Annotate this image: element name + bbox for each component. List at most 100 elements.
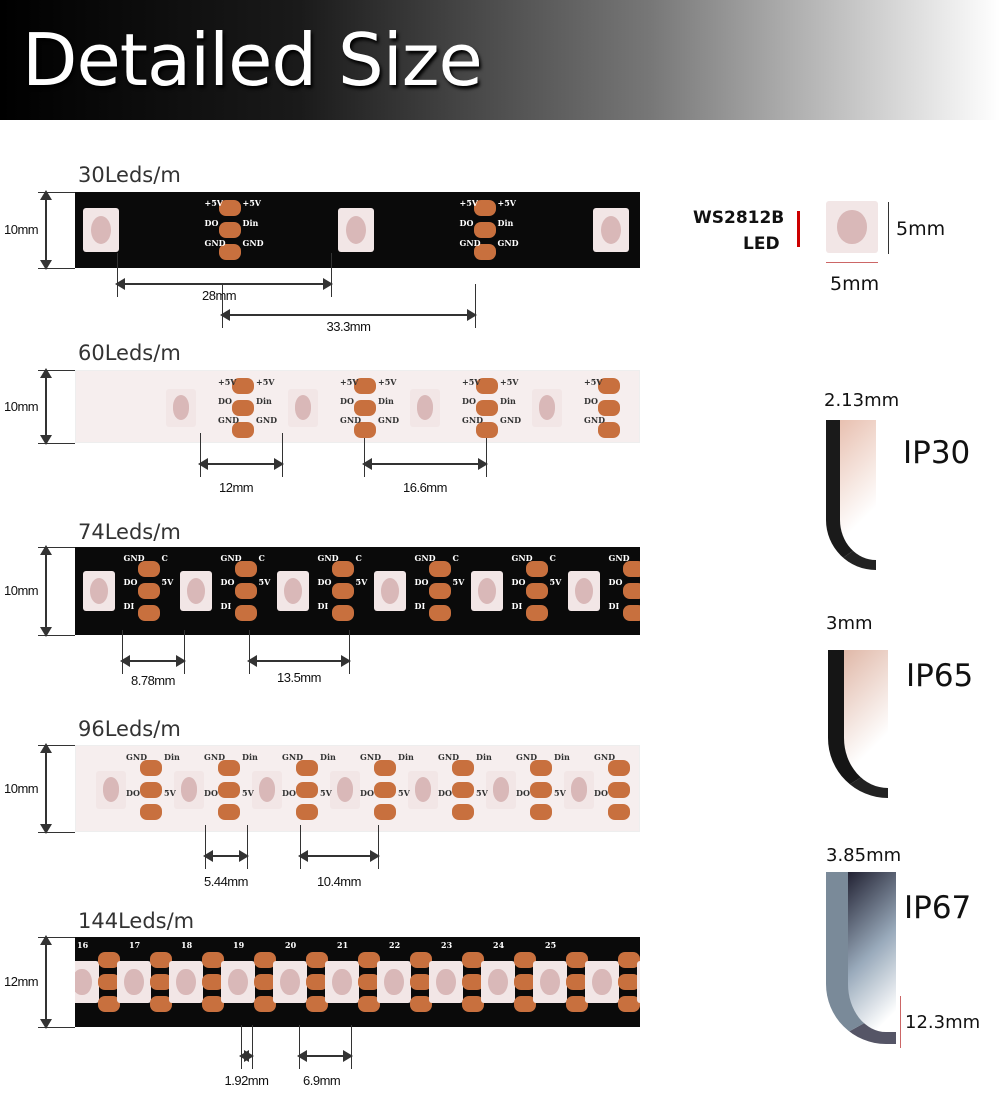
pad-label: DO <box>360 787 374 798</box>
pad-label: Din <box>242 752 258 762</box>
solder-pad <box>218 200 241 216</box>
solder-pad <box>232 377 254 394</box>
solder-pad <box>218 759 240 776</box>
solder-pad <box>140 803 162 820</box>
ip30-strip-image <box>826 420 876 570</box>
pad-label: +5V <box>218 377 237 387</box>
solder-pad <box>530 803 552 820</box>
dim-line <box>38 370 75 371</box>
led-width: 5mm <box>830 273 880 295</box>
strip-width-label: 10mm <box>4 398 39 414</box>
dim-line <box>122 630 123 674</box>
pad-label: DO <box>218 396 232 406</box>
strip-width-label: 10mm <box>4 222 39 237</box>
solder-pad <box>202 974 224 990</box>
solder-pad <box>530 781 552 798</box>
pad-label: +5V <box>204 198 223 208</box>
pad-label: 5V <box>476 787 488 798</box>
dim-line <box>351 1025 352 1069</box>
solder-pad <box>202 952 224 968</box>
solder-pad <box>452 781 474 798</box>
dim-line <box>247 825 248 869</box>
dimension-arrow <box>247 655 351 667</box>
solder-pad <box>140 781 162 798</box>
solder-pad <box>410 952 432 968</box>
solder-pad <box>525 561 548 577</box>
pad-label: DO <box>516 787 530 798</box>
solder-pad <box>137 605 160 621</box>
pad-label: +5V <box>500 377 519 387</box>
pad-label: GND <box>438 752 460 762</box>
pad-label: GND <box>218 415 240 425</box>
pad-label: DO <box>204 787 218 798</box>
pad-label: Din <box>398 752 414 762</box>
solder-pad <box>296 759 318 776</box>
dimension-arrow <box>362 458 488 470</box>
led-number: 22 <box>389 940 401 950</box>
solder-pad <box>598 421 620 438</box>
dim-line <box>38 547 75 548</box>
led-chip <box>585 961 619 1003</box>
led-chip <box>568 571 600 611</box>
led-chip <box>532 388 562 427</box>
led-chip <box>408 770 438 809</box>
dim-line <box>184 630 185 674</box>
pad-label: +5V <box>256 377 275 387</box>
pad-label: DI <box>414 601 426 611</box>
led-chip <box>471 571 503 611</box>
solder-pad <box>476 399 498 416</box>
dim-line <box>117 253 118 297</box>
solder-pad <box>306 974 328 990</box>
pad-label: Din <box>164 752 180 762</box>
dimension-arrow <box>297 1050 353 1062</box>
solder-pad <box>234 605 257 621</box>
pad-label: +5V <box>378 377 397 387</box>
dim-line <box>38 745 75 746</box>
solder-pad <box>374 759 396 776</box>
pad-label: +5V <box>340 377 359 387</box>
pad-label: GND <box>500 415 522 425</box>
strip-width-label: 12mm <box>4 974 39 989</box>
dim-line <box>38 192 75 193</box>
pad-label: 5V <box>164 787 176 798</box>
led-chip <box>75 961 99 1003</box>
dimension-label: 10.4mm <box>317 874 361 889</box>
strip-title: 96Leds/m <box>78 717 181 741</box>
pad-label: 5V <box>258 577 271 587</box>
pad-label: GND <box>462 415 484 425</box>
solder-pad <box>462 996 484 1012</box>
solder-pad <box>98 974 120 990</box>
pad-label: C <box>161 553 168 563</box>
pad-label: +5V <box>242 198 261 208</box>
led-number: 20 <box>285 940 297 950</box>
solder-pad <box>232 399 254 416</box>
led-chip <box>273 961 307 1003</box>
led-chip <box>533 961 567 1003</box>
solder-pad <box>140 759 162 776</box>
dim-line <box>364 433 365 477</box>
pad-label: GND <box>123 553 145 563</box>
pad-label: 5V <box>161 577 174 587</box>
dimension-arrow <box>220 309 477 321</box>
solder-pad <box>514 996 536 1012</box>
led-number: 25 <box>545 940 557 950</box>
pad-label: Din <box>320 752 336 762</box>
strip-title: 144Leds/m <box>78 909 195 933</box>
led-chip <box>410 388 440 427</box>
ip65-label: IP65 <box>906 658 974 694</box>
led-chip <box>325 961 359 1003</box>
led-chip <box>252 770 282 809</box>
solder-pad <box>452 803 474 820</box>
solder-pad <box>306 952 328 968</box>
solder-pad <box>428 561 451 577</box>
pad-label: Din <box>242 218 259 228</box>
pad-label: +5V <box>497 198 516 208</box>
solder-pad <box>354 399 376 416</box>
dimension-arrow <box>239 1050 254 1062</box>
dim-line <box>38 1027 75 1028</box>
pad-label: GND <box>414 553 436 563</box>
pad-label: DO <box>462 396 476 406</box>
